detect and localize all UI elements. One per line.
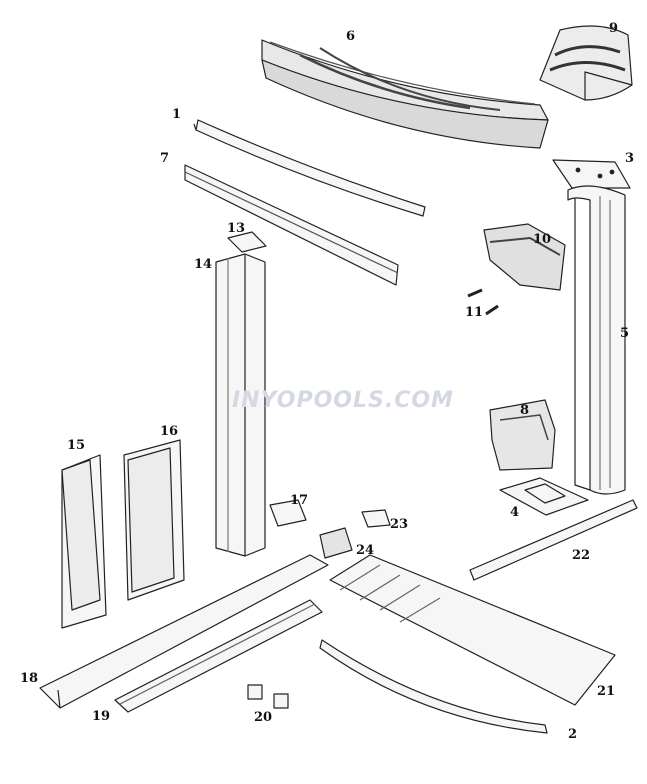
part-14-column xyxy=(215,253,266,557)
part-1-top-rail xyxy=(193,119,426,217)
part-label-8: 8 xyxy=(520,403,530,418)
part-16-gusset xyxy=(123,439,185,601)
part-19-bottom-track xyxy=(114,599,323,713)
part-label-15: 15 xyxy=(67,438,86,453)
part-label-3: 3 xyxy=(625,151,635,166)
part-20-plates xyxy=(247,684,289,709)
part-6-top-cap xyxy=(261,39,549,149)
part-4-base-plate xyxy=(499,477,589,516)
part-label-20: 20 xyxy=(254,710,273,725)
part-label-1: 1 xyxy=(172,107,182,122)
part-label-2: 2 xyxy=(568,727,578,742)
part-label-16: 16 xyxy=(160,424,179,439)
part-label-14: 14 xyxy=(194,257,213,272)
part-7-stabilizer-rail xyxy=(184,164,399,286)
part-18-bottom-track xyxy=(39,554,329,709)
part-23-small-bracket xyxy=(361,509,391,528)
part-21-wall-panel xyxy=(329,554,616,706)
part-label-24: 24 xyxy=(356,543,375,558)
part-10-side-bracket xyxy=(483,223,566,291)
part-17-small-bracket xyxy=(269,499,307,527)
part-label-17: 17 xyxy=(290,493,309,508)
part-15-gusset xyxy=(61,454,107,629)
part-9-post-cap xyxy=(539,25,633,101)
part-label-23: 23 xyxy=(390,517,409,532)
watermark-text: INYOPOOLS.COM xyxy=(232,388,454,413)
part-5-upright xyxy=(567,185,626,495)
part-label-10: 10 xyxy=(533,232,552,247)
part-8-bracket xyxy=(489,399,556,471)
part-label-9: 9 xyxy=(609,21,619,36)
part-11-bolts xyxy=(467,288,499,316)
part-label-13: 13 xyxy=(227,221,246,236)
part-13-plate xyxy=(227,231,267,253)
part-label-11: 11 xyxy=(465,305,484,320)
part-label-4: 4 xyxy=(510,505,520,520)
part-2-bottom-rail xyxy=(319,639,548,734)
part-label-5: 5 xyxy=(620,326,630,341)
part-label-6: 6 xyxy=(346,29,356,44)
part-label-22: 22 xyxy=(572,548,591,563)
part-3-top-plate xyxy=(552,159,631,189)
part-label-18: 18 xyxy=(20,671,39,686)
part-label-19: 19 xyxy=(92,709,111,724)
part-label-7: 7 xyxy=(160,151,170,166)
part-22-strip xyxy=(469,499,638,581)
part-24-box xyxy=(319,527,353,559)
part-label-21: 21 xyxy=(597,684,616,699)
